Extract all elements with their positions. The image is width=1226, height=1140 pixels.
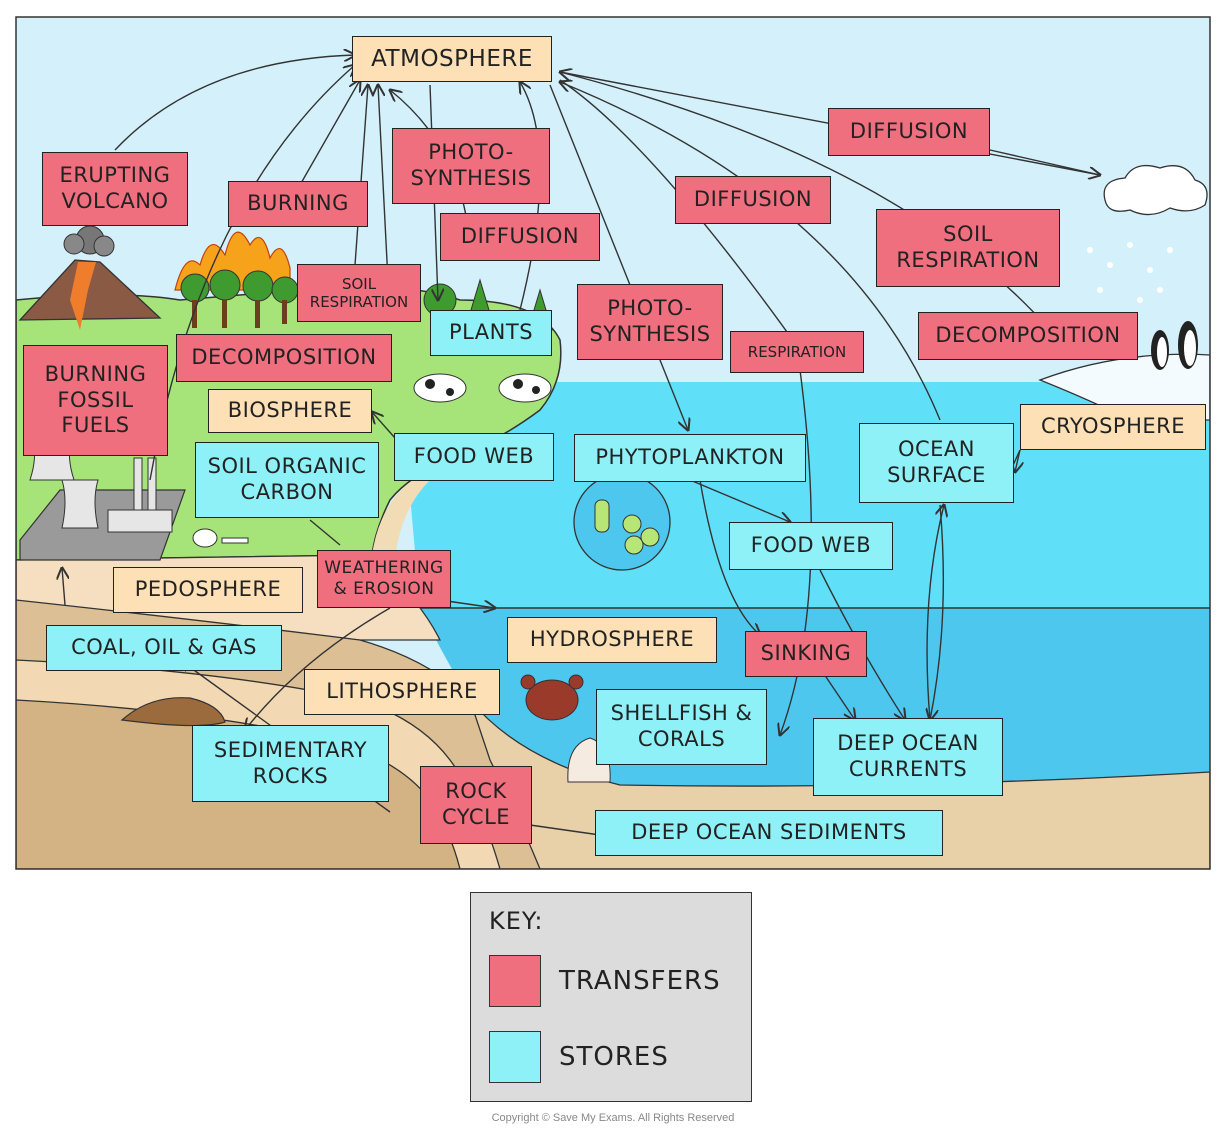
biosphere-label: BIOSPHERE: [208, 389, 372, 433]
oil-deposit: [120, 697, 226, 727]
diffusion-land-label: DIFFUSION: [440, 213, 600, 261]
burning-label: BURNING: [228, 181, 368, 227]
photosynthesis-land-label: PHOTO- SYNTHESIS: [392, 128, 550, 204]
lithosphere-label: LITHOSPHERE: [304, 669, 500, 715]
soil-respiration-small-label: SOIL RESPIRATION: [297, 264, 421, 322]
coal-oil-gas-label: COAL, OIL & GAS: [46, 625, 282, 671]
bones: [192, 528, 249, 548]
key-transfers-text: TRANSFERS: [559, 966, 721, 996]
rock-cycle-label: ROCK CYCLE: [420, 766, 532, 844]
food-web-ocean-label: FOOD WEB: [729, 522, 893, 570]
cryosphere-label: CRYOSPHERE: [1020, 404, 1206, 450]
key-legend: KEY: TRANSFERS STORES: [470, 892, 752, 1102]
diffusion-top-label: DIFFUSION: [828, 108, 990, 156]
ocean-surface-label: OCEAN SURFACE: [859, 423, 1014, 503]
deep-ocean-sediments-label: DEEP OCEAN SEDIMENTS: [595, 810, 943, 856]
diffusion-mid-label: DIFFUSION: [675, 176, 831, 224]
key-store-swatch: [489, 1031, 541, 1083]
copyright-text: Copyright © Save My Exams. All Rights Re…: [491, 1112, 735, 1124]
soil-respiration-right-label: SOIL RESPIRATION: [876, 209, 1060, 287]
phytoplankton-illustration: [573, 473, 671, 571]
burning-fossil-fuels-label: BURNING FOSSIL FUELS: [23, 345, 168, 456]
key-stores-text: STORES: [559, 1042, 669, 1072]
burning-forest: [174, 231, 299, 328]
penguins: [1151, 321, 1198, 370]
soil-organic-carbon-label: SOIL ORGANIC CARBON: [195, 442, 379, 518]
key-transfer-swatch: [489, 955, 541, 1007]
phytoplankton-label: PHYTOPLANKTON: [574, 434, 806, 482]
cloud: [1103, 164, 1208, 216]
erupting-volcano-label: ERUPTING VOLCANO: [42, 152, 188, 226]
deep-ocean-currents-label: DEEP OCEAN CURRENTS: [813, 718, 1003, 796]
decomposition-left-label: DECOMPOSITION: [176, 334, 392, 382]
hydrosphere-label: HYDROSPHERE: [507, 617, 717, 663]
cows: [413, 373, 552, 403]
sinking-label: SINKING: [745, 631, 867, 677]
sedimentary-rocks-label: SEDIMENTARY ROCKS: [192, 725, 389, 802]
pedosphere-label: PEDOSPHERE: [113, 567, 303, 613]
decomposition-right-label: DECOMPOSITION: [918, 312, 1138, 360]
food-web-land-label: FOOD WEB: [394, 433, 554, 481]
respiration-label: RESPIRATION: [730, 331, 864, 373]
weathering-erosion-label: WEATHERING & EROSION: [317, 550, 451, 608]
crab: [520, 674, 584, 721]
atmosphere-label: ATMOSPHERE: [352, 36, 552, 82]
volcano: [18, 225, 162, 330]
photosynthesis-ocean-label: PHOTO- SYNTHESIS: [577, 284, 723, 360]
plants-label: PLANTS: [430, 310, 552, 356]
beach: [372, 475, 430, 560]
shellfish-corals-label: SHELLFISH & CORALS: [596, 689, 767, 765]
key-title: KEY:: [489, 907, 544, 935]
